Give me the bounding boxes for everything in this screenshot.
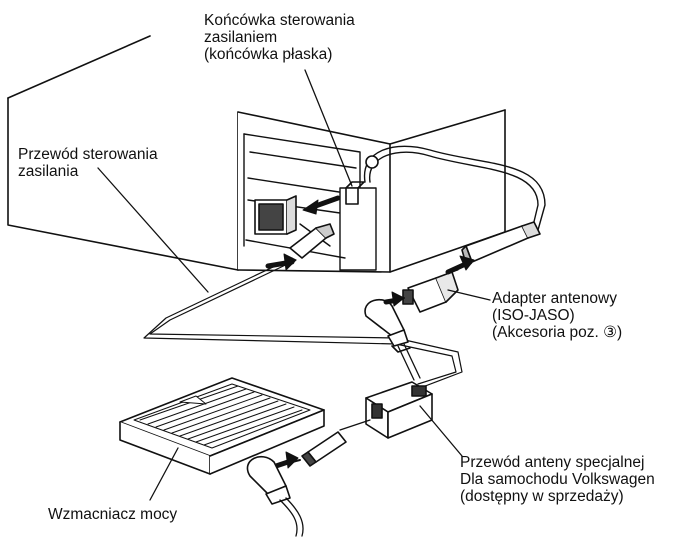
junction-cable (339, 419, 371, 431)
head-unit-antenna-plug (461, 221, 541, 265)
label-line: zasilania (18, 163, 79, 180)
leader-special-cable (419, 405, 463, 457)
label-line: zasilaniem (204, 29, 278, 46)
label-antenna-adapter: Adapter antenowy (ISO-JASO) (Akcesoria p… (492, 290, 622, 341)
label-special-antenna-cable: Przewód anteny specjalnej Dla samochodu … (460, 454, 655, 505)
label-line: (Akcesoria poz. ③) (492, 324, 623, 341)
label-power-control-cable: Przewód sterowania zasilania (18, 146, 158, 180)
angled-antenna-socket (364, 298, 411, 353)
terminal-block (254, 195, 297, 235)
leader-power-terminal (304, 69, 353, 187)
label-line: Dla samochodu Volkswagen (460, 471, 655, 488)
label-power-amplifier: Wzmacniacz mocy (48, 506, 177, 523)
label-line: (końcówka płaska) (204, 46, 333, 63)
label-line: Przewód sterowania (18, 146, 158, 163)
head-unit-antenna-cable (363, 145, 546, 231)
power-control-terminal (345, 181, 365, 205)
leader-adapter (447, 289, 491, 301)
antenna-adapter (395, 271, 459, 313)
label-line: (dostępny w sprzedaży) (460, 488, 624, 505)
power-amplifier (119, 377, 325, 475)
antenna-junction-box (365, 381, 433, 439)
leader-amplifier (149, 447, 179, 501)
vw-antenna-plug (291, 431, 347, 467)
label-line: Wzmacniacz mocy (48, 506, 178, 523)
power-control-clip (289, 223, 335, 259)
leader-power-cable (97, 167, 209, 293)
label-line: Końcówka sterowania (204, 12, 355, 29)
amplifier-fins (139, 385, 303, 446)
label-line: (ISO-JASO) (492, 307, 575, 324)
bottom-antenna-socket (246, 456, 304, 537)
label-line: Adapter antenowy (492, 290, 617, 307)
socket-cable (403, 343, 421, 379)
label-power-control-terminal: Końcówka sterowania zasilaniem (końcówka… (204, 12, 355, 63)
label-line: Przewód anteny specjalnej (460, 454, 645, 471)
